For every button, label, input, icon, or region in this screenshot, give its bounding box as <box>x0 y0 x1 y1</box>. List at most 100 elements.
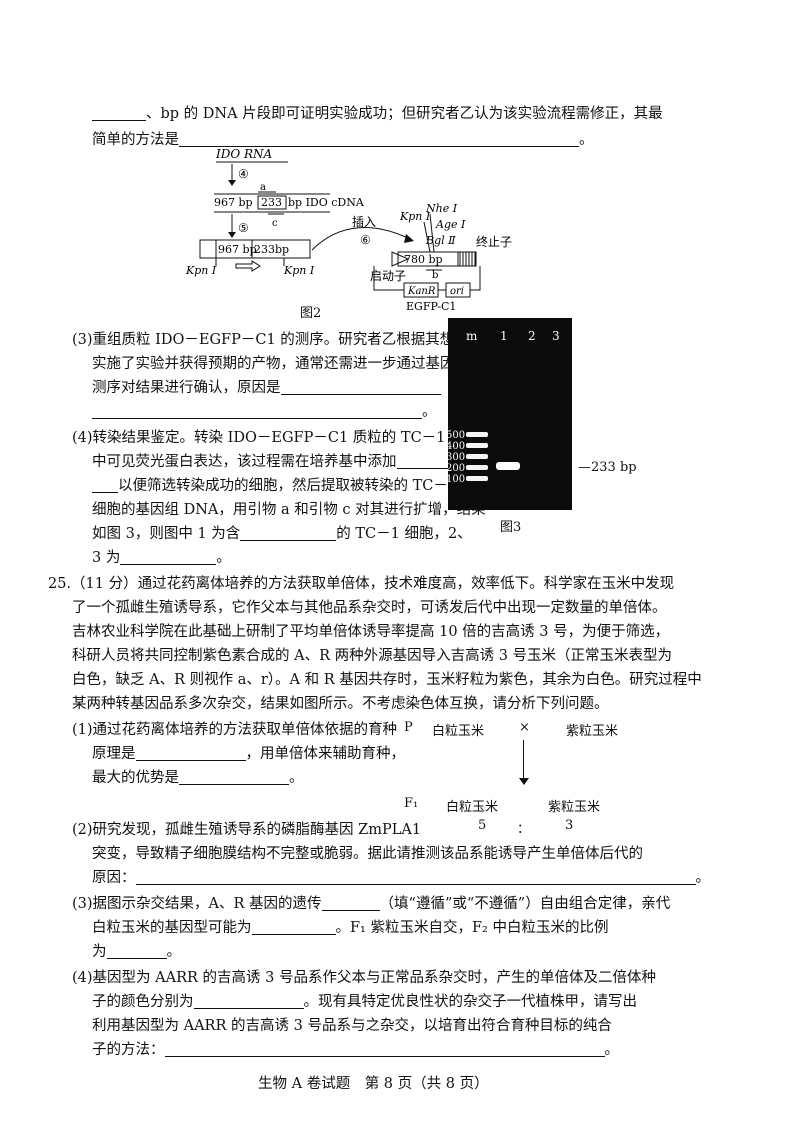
q25-4-line-3-text: 利用基因型为 AARR 的吉高诱 3 号品系与之杂交，以培育出符合育种目标的纯合 <box>92 1018 612 1034</box>
ori-box <box>445 282 471 298</box>
answer-blank[interactable] <box>135 745 246 761</box>
q25-4-line-2-text: 。现有具特定优良性状的杂交子一代植株甲，请写出 <box>303 994 638 1010</box>
q25-line-5: 白色，缺乏 A、R 则视作 a、r）。A 和 R 基因共存时，玉米籽粒为紫色，其… <box>72 672 702 688</box>
kan-box <box>403 282 439 298</box>
marker-label-300: 300 <box>448 452 465 463</box>
cross-p-label: P <box>404 720 413 735</box>
age-label: Age Ⅰ <box>435 218 466 231</box>
cross-x: × <box>519 720 530 735</box>
q4-line-4: 细胞的基因组 DNA，用引物 a 和引物 c 对其进行扩增，结果 <box>92 502 486 518</box>
step6-label: ⑥ <box>360 233 371 247</box>
insert-label: 插入 <box>352 215 376 229</box>
answer-blank[interactable] <box>321 895 380 911</box>
q25-line-2: 了一个孤雌生殖诱导系，它作父本与其他品系杂交时，可诱发后代中出现一定数量的单倍体… <box>72 600 667 616</box>
answer-blank[interactable] <box>179 769 289 785</box>
q25-3-line-3-text: 为 <box>92 944 107 960</box>
q25-line-6: 某两种转基因品系多次杂交，结果如图所示。不考虑染色体互换，请分析下列问题。 <box>72 696 609 712</box>
q25-line-3: 吉林农业科学院在此基础上研制了平均单倍体诱导率提高 10 倍的吉高诱 3 号，为… <box>72 624 670 640</box>
step4-label: ④ <box>238 167 249 181</box>
terminator-label: 终止子 <box>476 234 512 249</box>
answer-blank[interactable] <box>193 993 304 1009</box>
promoter-shape <box>391 251 410 267</box>
answer-blank[interactable] <box>251 919 336 935</box>
q25-1-line-1: (1)通过花药离体培养的方法获取单倍体依据的育种 <box>72 722 398 738</box>
cross-ratio-right: 3 <box>565 818 574 833</box>
answer-blank[interactable] <box>164 1041 605 1057</box>
answer-blank[interactable] <box>179 131 579 147</box>
bp233-label: 233 <box>261 196 282 209</box>
answer-blank[interactable] <box>396 453 449 469</box>
nhe-label: Nhe Ⅰ <box>425 202 458 215</box>
marker-label-200: 200 <box>448 463 465 474</box>
kpn-right-label: Kpn Ⅰ <box>283 264 315 277</box>
kan-label: KanR <box>407 286 436 297</box>
insert-curve-arrow <box>311 227 413 251</box>
figure2-caption: 图2 <box>300 306 322 321</box>
lane-label-2: 2 <box>528 329 536 343</box>
answer-blank[interactable] <box>92 105 146 121</box>
q25-line-4: 科研人员将共同控制紫色素合成的 A、R 两种外源基因导入吉高诱 3 号玉米（正常… <box>72 648 673 664</box>
answer-blank[interactable] <box>120 549 217 565</box>
answer-blank[interactable] <box>106 943 167 959</box>
lane-label-m: m <box>466 329 478 343</box>
q25-3-line-1: (3)据图示杂交结果，A、R 基因的遗传（填“遵循”或“不遵循”）自由组合定律，… <box>72 895 671 912</box>
q25-4-line-1-text: (4)基因型为 AARR 的吉高诱 3 号品系作父本与正常品系杂交时，产生的单倍… <box>72 970 656 986</box>
q4-line-2: 中可见荧光蛋白表达，该过程需在培养基中添加 <box>92 450 449 471</box>
q25-3-line-3: 为。 <box>92 940 181 961</box>
q25-3-line-2-text: 白粒玉米的基因型可能为 <box>92 920 252 936</box>
q3-line-3: 测序对结果进行确认，原因是 <box>92 376 441 397</box>
q25-2-line-1: (2)研究发现，孤雌生殖诱导系的磷脂酶基因 ZmPLA1 <box>72 822 422 838</box>
q25-4-line-2: 子的颜色分别为。现有具特定优良性状的杂交子一代植株甲，请写出 <box>92 990 637 1011</box>
answer-blank[interactable] <box>280 379 441 395</box>
cross-f1-label: F₁ <box>404 796 419 811</box>
answer-blank[interactable] <box>135 869 696 885</box>
top-line-2: 简单的方法是。 <box>92 131 594 148</box>
cross-p-purple: 紫粒玉米 <box>566 724 619 739</box>
marker-band-400 <box>466 443 488 448</box>
q25-line-1: 25.（11 分）通过花药离体培养的方法获取单倍体，技术难度高，效率低下。科学家… <box>48 576 675 592</box>
q4-line-3: 以便筛选转染成功的细胞，然后提取被转染的 TC－1 <box>92 474 457 495</box>
q25-3-line-2-text: 。F₁ 紫粒玉米自交，F₂ 中白粒玉米的比例 <box>335 920 609 936</box>
primer-c-label: c <box>272 218 278 229</box>
frag967-label: 967 bp <box>218 243 257 256</box>
q25-3-line-2: 白粒玉米的基因型可能为 。F₁ 紫粒玉米自交，F₂ 中白粒玉米的比例 <box>92 916 608 937</box>
primer-b-label: b <box>432 270 438 281</box>
q25-4-line-4-text: 。 <box>604 1042 620 1058</box>
q25-2-line-3: 原因：。 <box>92 869 710 886</box>
q25-3-line-3-text: 。 <box>166 944 182 960</box>
q25-4-line-4-text: 子的方法： <box>92 1042 165 1058</box>
ido-cdna-label: bp IDO cDNA <box>288 196 365 209</box>
lane-label-3: 3 <box>552 329 560 343</box>
page-footer: 生物 A 卷试题 第 8 页（共 8 页） <box>258 1076 489 1092</box>
bp780-label: 780 bp <box>404 253 443 266</box>
cross-arrow-head <box>519 778 529 785</box>
frag233-label: 233bp <box>254 243 289 256</box>
answer-blank[interactable] <box>240 525 337 541</box>
bgl-label: Bgl Ⅱ <box>425 234 456 247</box>
marker-band-200 <box>466 465 488 470</box>
q25-4-line-3: 利用基因型为 AARR 的吉高诱 3 号品系与之杂交，以培育出符合育种目标的纯合 <box>92 1014 612 1035</box>
q25-1-line-3: 最大的优势是。 <box>92 769 304 786</box>
primer-a-label: a <box>260 182 266 193</box>
top-line-1: 、bp 的 DNA 片段即可证明实验成功；但研究者乙认为该实验流程需修正，其最 <box>92 102 663 123</box>
q3-line-1: (3)重组质粒 IDO－EGFP－C1 的测序。研究者乙根据其想法 <box>72 332 469 348</box>
cross-arrow-line <box>523 740 524 782</box>
q3-line-2: 实施了实验并获得预期的产物，通常还需进一步通过基因 <box>92 356 455 372</box>
cross-p-white: 白粒玉米 <box>432 724 485 739</box>
answer-blank[interactable] <box>92 477 118 493</box>
cross-ratio-left: 5 <box>478 818 487 833</box>
cross-f1-purple: 紫粒玉米 <box>548 800 601 815</box>
cross-ratio-colon: ： <box>517 822 531 837</box>
marker-label-100: 100 <box>448 474 465 485</box>
marker-label-500: 500 <box>448 430 465 441</box>
q25-4-line-1: (4)基因型为 AARR 的吉高诱 3 号品系作父本与正常品系杂交时，产生的单倍… <box>72 966 656 987</box>
band-233-label: —233 bp <box>578 460 637 475</box>
answer-blank[interactable] <box>92 403 422 419</box>
q4-line-5: 如图 3，则图中 1 为含的 TC－1 细胞，2、 <box>92 525 472 542</box>
lane-label-1: 1 <box>500 329 508 343</box>
bp967-label: 967 bp <box>214 196 253 209</box>
q3-line-4: 。 <box>92 400 437 421</box>
figure2-diagram: IDO RNA ④ a 967 bp 233 bp IDO cDNA c ⑤ 9… <box>185 147 512 313</box>
